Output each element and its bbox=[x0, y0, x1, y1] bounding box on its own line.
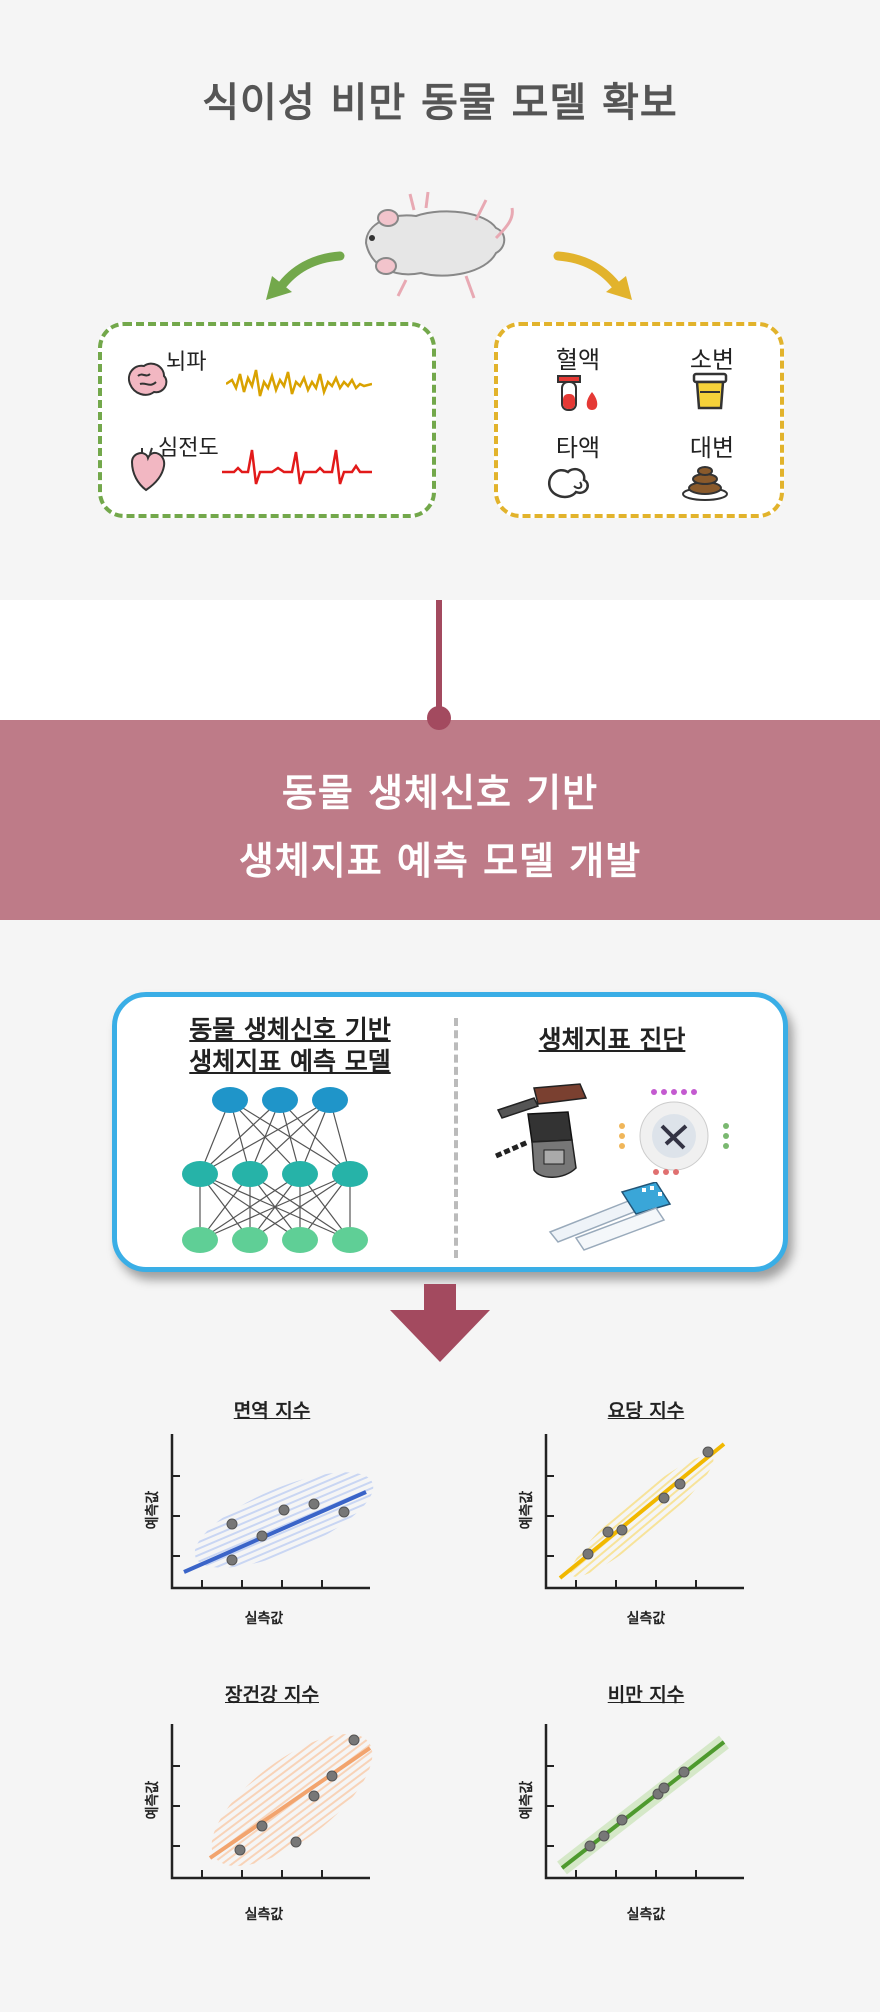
connector-line bbox=[436, 600, 442, 718]
urine-label: 소변 bbox=[689, 346, 735, 374]
chart-gut-xlabel: 실측값 bbox=[244, 1907, 284, 1923]
chart-immune-plot bbox=[170, 1434, 374, 1590]
diagnosis-title: 생체지표 진단 bbox=[538, 1025, 686, 1054]
model-title-line1: 동물 생체신호 기반 bbox=[189, 1015, 391, 1044]
chart-obesity-title: 비만 지수 bbox=[607, 1684, 685, 1706]
model-title-line2: 생체지표 예측 모델 bbox=[189, 1047, 391, 1076]
chart-immune-point bbox=[226, 1518, 238, 1530]
chart-glucose-point bbox=[674, 1478, 686, 1490]
neural-network-icon bbox=[182, 1087, 368, 1253]
chart-obesity-point bbox=[584, 1840, 596, 1852]
feces-label: 대변 bbox=[689, 434, 735, 462]
chart-obesity-point bbox=[616, 1814, 628, 1826]
chart-glucose-point bbox=[702, 1446, 714, 1458]
chart-obesity-plot bbox=[544, 1724, 744, 1880]
band-title-line1: 동물 생체신호 기반 bbox=[281, 771, 599, 815]
chart-glucose-ylabel: 예측값 bbox=[519, 1490, 535, 1530]
feces-icon bbox=[682, 466, 728, 501]
chart-obesity-ylabel: 예측값 bbox=[519, 1780, 535, 1820]
chart-obesity-point bbox=[658, 1782, 670, 1794]
chart-gut-fit-line bbox=[208, 1746, 372, 1860]
chart-glucose-point bbox=[582, 1548, 594, 1560]
chart-gut-point bbox=[290, 1836, 302, 1848]
chart-obesity-axes bbox=[544, 1724, 744, 1880]
chart-gut-title: 장건강 지수 bbox=[224, 1684, 319, 1706]
chart-glucose-point bbox=[616, 1524, 628, 1536]
chart-immune-fit-line bbox=[183, 1490, 367, 1574]
saliva-icon bbox=[547, 468, 589, 499]
chart-gut-point bbox=[308, 1790, 320, 1802]
model-title: 동물 생체신호 기반 생체지표 예측 모델 bbox=[150, 1014, 430, 1078]
chart-obesity-xlabel: 실측값 bbox=[626, 1907, 666, 1923]
eeg-label: 뇌파 bbox=[166, 350, 207, 375]
ecg-wave-icon bbox=[222, 449, 372, 485]
chart-gut-point bbox=[256, 1820, 268, 1832]
chart-gut-ylabel: 예측값 bbox=[145, 1780, 161, 1820]
chart-gut-plot bbox=[170, 1724, 373, 1880]
chart-immune-band bbox=[194, 1472, 374, 1568]
chart-gut-point bbox=[234, 1844, 246, 1856]
chart-immune-xlabel: 실측값 bbox=[244, 1611, 284, 1627]
heart-icon bbox=[130, 447, 166, 492]
eeg-wave-icon bbox=[226, 369, 372, 397]
title-band bbox=[0, 720, 880, 920]
connector-dot bbox=[427, 706, 451, 730]
chart-immune-point bbox=[308, 1498, 320, 1510]
chart-glucose-point bbox=[658, 1492, 670, 1504]
sample-box bbox=[494, 322, 784, 518]
chart-immune-point bbox=[256, 1530, 268, 1542]
signal-box bbox=[98, 322, 436, 518]
biomarker-map-icon bbox=[619, 1089, 729, 1175]
blood-tube-icon bbox=[557, 375, 598, 411]
chart-immune-point bbox=[278, 1504, 290, 1516]
chart-glucose-xlabel: 실측값 bbox=[626, 1611, 666, 1627]
box-divider bbox=[454, 1018, 458, 1258]
brain-icon bbox=[128, 362, 168, 396]
chart-glucose-axes bbox=[544, 1434, 744, 1590]
section-title: 식이성 비만 동물 모델 확보 bbox=[202, 80, 678, 126]
chart-glucose-plot bbox=[544, 1434, 744, 1590]
chart-immune-ylabel: 예측값 bbox=[145, 1490, 161, 1530]
chart-obesity-point bbox=[678, 1766, 690, 1778]
saliva-label: 타액 bbox=[555, 434, 601, 462]
chart-immune-title: 면역 지수 bbox=[233, 1400, 311, 1422]
chart-gut-point bbox=[326, 1770, 338, 1782]
chart-immune-point bbox=[338, 1506, 350, 1518]
diagnostic-device-icon bbox=[494, 1083, 588, 1178]
band-title-line2: 생체지표 예측 모델 개발 bbox=[238, 839, 642, 883]
chart-glucose-title: 요당 지수 bbox=[607, 1400, 685, 1422]
chart-gut-point bbox=[348, 1734, 360, 1746]
chart-obesity-point bbox=[598, 1830, 610, 1842]
blood-label: 혈액 bbox=[555, 346, 601, 374]
urine-cup-icon bbox=[692, 372, 728, 410]
chart-glucose-point bbox=[602, 1526, 614, 1538]
arrow-right-icon bbox=[553, 251, 632, 300]
down-arrow-icon bbox=[390, 1284, 490, 1362]
mouse-icon bbox=[364, 191, 514, 299]
arrow-left-icon bbox=[266, 251, 345, 300]
ecg-label: 심전도 bbox=[158, 436, 219, 461]
chart-immune-point bbox=[226, 1554, 238, 1566]
test-strip-icon bbox=[548, 1182, 672, 1251]
chart-immune-axes bbox=[170, 1434, 370, 1590]
chart-gut-axes bbox=[170, 1724, 370, 1880]
